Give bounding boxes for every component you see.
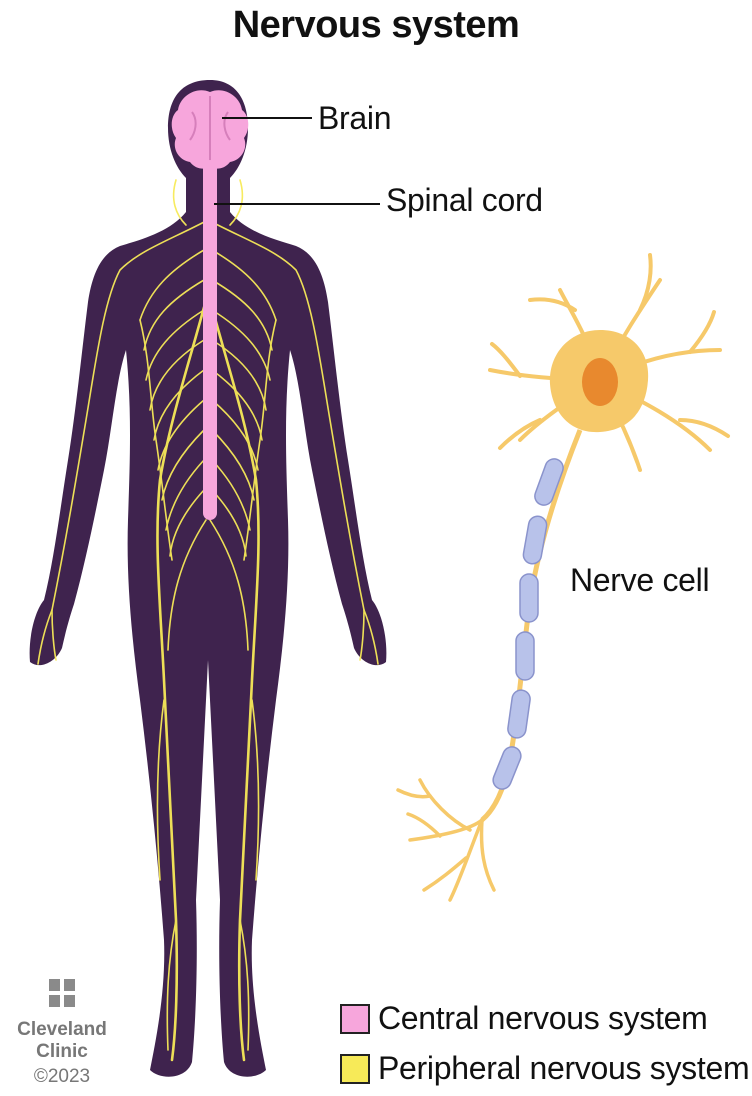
peripheral-swatch [340,1054,370,1084]
cleveland-clinic-mark-icon [48,978,76,1008]
brain-label: Brain [318,100,391,137]
legend-label-peripheral: Peripheral nervous system [378,1050,749,1087]
logo-name-line2: Clinic [12,1041,112,1063]
axon [482,430,580,820]
logo-name-line1: Cleveland [12,1019,112,1041]
spinal-cord-label: Spinal cord [386,182,543,219]
legend-label-central: Central nervous system [378,1000,708,1037]
central-swatch [340,1004,370,1034]
axon-terminals [398,780,494,900]
cell-nucleus [582,358,618,406]
legend-item-peripheral: Peripheral nervous system [340,1050,749,1087]
legend-item-central: Central nervous system [340,1000,708,1037]
cleveland-clinic-logo: Cleveland Clinic ©2023 [12,978,112,1089]
copyright-text: ©2023 [12,1065,112,1089]
spinal-cord-shape [203,160,217,520]
nerve-cell-label: Nerve cell [570,562,709,599]
